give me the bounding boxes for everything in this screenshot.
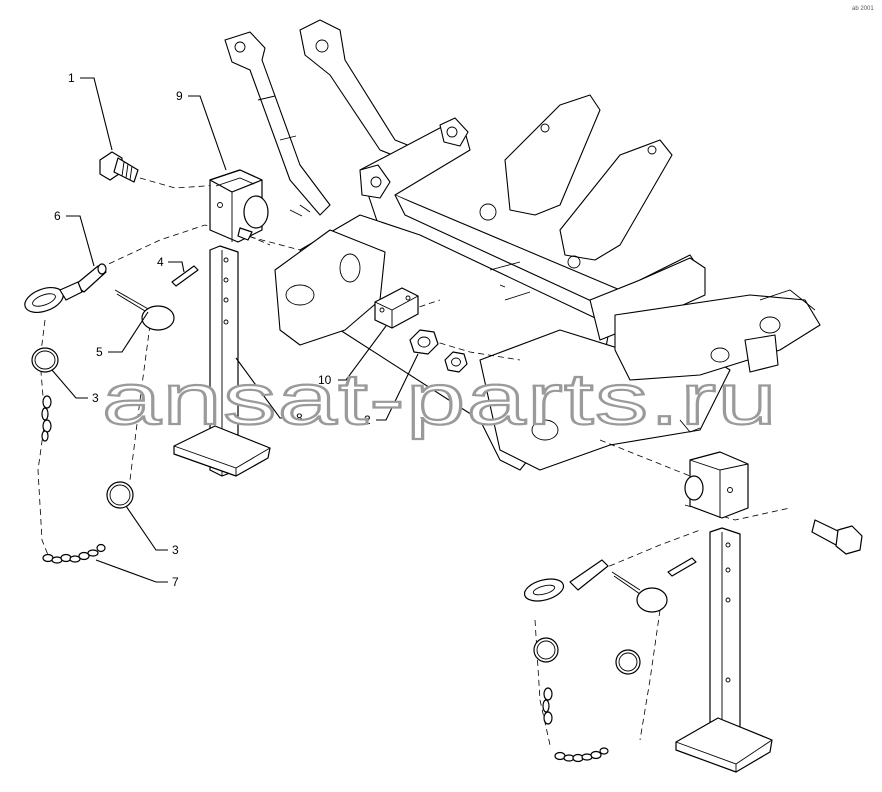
callout-3-lower: 3 <box>172 543 179 557</box>
ring-part-3-lower <box>106 481 134 509</box>
leader-10 <box>338 325 387 381</box>
leader-6 <box>66 215 95 267</box>
spring-clip-part-5 <box>114 289 175 331</box>
callout-5: 5 <box>96 345 103 359</box>
leader-9 <box>188 95 227 171</box>
callout-labels: 1 9 6 4 5 3 10 8 2 3 7 <box>54 71 371 589</box>
callout-10: 10 <box>318 373 332 387</box>
callout-3-upper: 3 <box>92 391 99 405</box>
leader-3b <box>125 505 168 551</box>
chain-part-7 <box>42 543 106 564</box>
callout-4: 4 <box>157 255 164 269</box>
callout-1: 1 <box>68 71 75 85</box>
chain-links-small <box>41 395 52 442</box>
callout-9: 9 <box>176 89 183 103</box>
plate-part-10 <box>374 287 419 329</box>
locking-block-part-9 <box>209 169 269 243</box>
main-frame <box>224 19 821 471</box>
leader-8 <box>235 357 292 419</box>
small-pin-part-4 <box>171 265 199 287</box>
callout-7: 7 <box>172 575 179 589</box>
callout-6: 6 <box>54 209 61 223</box>
callout-2: 2 <box>364 413 371 427</box>
leader-4 <box>168 261 185 273</box>
leader-3a <box>51 369 88 399</box>
leader-lines <box>51 77 419 583</box>
right-assembly <box>523 451 863 773</box>
bolt-part-1 <box>99 151 139 183</box>
corner-code: ab 2001 <box>852 6 874 12</box>
nut-background <box>444 351 468 373</box>
pin-part-6 <box>24 263 107 313</box>
watermark-text: ansat-parts.ru <box>102 360 778 440</box>
leader-7 <box>95 559 168 583</box>
leader-1 <box>80 77 113 151</box>
ring-part-3-upper <box>31 347 59 373</box>
nut-part-2 <box>409 329 439 355</box>
stand-part-8 <box>173 245 271 477</box>
callout-8: 8 <box>296 411 303 425</box>
leader-2 <box>376 353 419 421</box>
leader-5 <box>108 311 149 353</box>
